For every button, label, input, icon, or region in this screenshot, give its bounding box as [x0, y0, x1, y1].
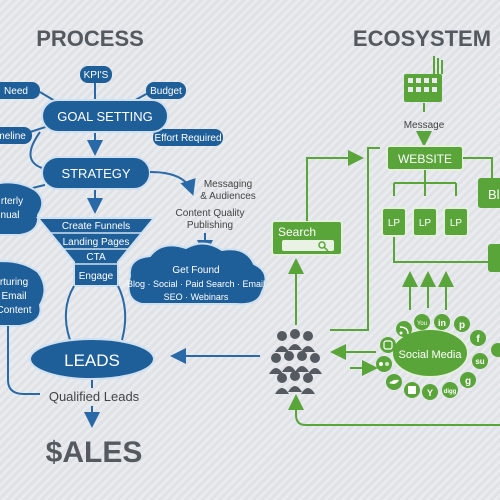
- leads-node: [29, 338, 155, 380]
- loop-left: [29, 131, 43, 169]
- svg-text:digg: digg: [444, 389, 457, 395]
- leads-label: LEADS: [64, 351, 120, 370]
- yahoo-icon: Y: [422, 384, 438, 400]
- process-title: PROCESS: [36, 26, 144, 51]
- funnel-curve-left: [64, 285, 75, 341]
- connector-website-lps: [393, 170, 457, 196]
- timeline-label: imeline: [0, 131, 26, 142]
- funnel-landing-label: Landing Pages: [63, 237, 130, 248]
- get-found-line1: Get Found: [172, 265, 219, 276]
- message-label: Message: [404, 120, 445, 131]
- content-quality-line1: Content Quality: [176, 208, 245, 219]
- connector-people-website: [330, 147, 380, 331]
- effort-pill: [153, 129, 223, 146]
- svg-text:g: g: [465, 376, 471, 387]
- nurturing-cloud: [0, 260, 46, 327]
- get-found-cloud: [127, 242, 267, 306]
- effort-label: Effort Required: [154, 133, 221, 144]
- svg-text:in: in: [438, 318, 446, 328]
- nurturing-line1: rturing: [0, 277, 28, 288]
- arrow-search-website: [306, 150, 364, 221]
- sales-label: $ALES: [46, 436, 143, 469]
- social-media-node: [391, 328, 469, 378]
- svg-text:p: p: [459, 320, 465, 331]
- right-partial-node: [488, 244, 500, 272]
- youtube-icon: You: [414, 314, 430, 330]
- bottom-loop: [295, 400, 500, 426]
- need-label: Need: [4, 86, 28, 97]
- lp-node-2: [412, 207, 438, 237]
- goal-setting-label: GOAL SETTING: [57, 109, 153, 124]
- rss-icon: [396, 321, 412, 337]
- ecosystem-title: ECOSYSTEM: [353, 26, 491, 51]
- facebook-icon: f: [470, 330, 486, 346]
- arrow-strategy-messaging: [149, 171, 196, 196]
- strategy-label: STRATEGY: [61, 166, 130, 181]
- connector-lp-right: [393, 237, 488, 263]
- website-label: WEBSITE: [398, 152, 452, 166]
- budget-pill: [146, 82, 186, 99]
- flickr-icon: [376, 356, 392, 372]
- digg-icon: digg: [442, 382, 458, 398]
- linkedin-icon: in: [434, 314, 450, 330]
- lp-label-3: LP: [450, 218, 463, 229]
- quarterly-line1: rterly: [1, 196, 23, 207]
- lp-label-1: LP: [388, 218, 401, 229]
- search-label: Search: [278, 225, 316, 239]
- nurturing-line3: Content: [0, 305, 32, 316]
- messaging-line1: Messaging: [204, 179, 252, 190]
- get-found-line3: SEO · Webinars: [164, 292, 229, 302]
- nurturing-to-qualified: [7, 326, 40, 395]
- stumbleupon-icon: su: [472, 353, 488, 369]
- myspace-icon: [491, 343, 500, 357]
- lp-node-3: [443, 207, 469, 237]
- twitter-icon: [386, 374, 402, 390]
- funnel-engage-label: Engage: [79, 271, 114, 282]
- lp-node-1: [381, 207, 407, 237]
- quarterly-cloud: [0, 181, 44, 236]
- google-icon: g: [460, 372, 476, 388]
- building-icon: [404, 56, 443, 102]
- svg-text:Y: Y: [427, 388, 433, 398]
- social-media-label: Social Media: [399, 349, 463, 361]
- funnel-cta-label: CTA: [86, 252, 106, 263]
- connector-website-blog: [463, 157, 493, 178]
- get-found-line2: Blog · Social · Paid Search · Email: [127, 279, 265, 289]
- goal-setting-node: [41, 99, 169, 133]
- qualified-leads-label: Qualified Leads: [49, 389, 140, 404]
- svg-text:su: su: [475, 357, 484, 366]
- people-group-icon: [269, 329, 322, 394]
- search-icon: [318, 241, 329, 252]
- delicious-icon: [404, 382, 420, 398]
- funnel-create-label: Create Funnels: [62, 221, 130, 232]
- content-quality-line2: Publishing: [187, 220, 233, 231]
- kpis-label: KPI'S: [84, 70, 109, 81]
- blog-node: [478, 178, 500, 208]
- need-pill: [0, 82, 40, 99]
- blog-label: Bl: [488, 187, 500, 202]
- budget-label: Budget: [150, 86, 182, 97]
- messaging-line2: & Audiences: [200, 191, 256, 202]
- svg-text:You: You: [417, 321, 427, 327]
- kpis-pill: [80, 66, 112, 83]
- timeline-pill: [0, 127, 32, 144]
- funnel-curve-right: [117, 285, 127, 341]
- nurturing-line2: Email: [1, 291, 26, 302]
- svg-text:f: f: [476, 334, 480, 345]
- lp-label-2: LP: [419, 218, 432, 229]
- instagram-icon: [380, 337, 396, 353]
- pinterest-icon: p: [454, 316, 470, 332]
- quarterly-line2: nual: [1, 210, 20, 221]
